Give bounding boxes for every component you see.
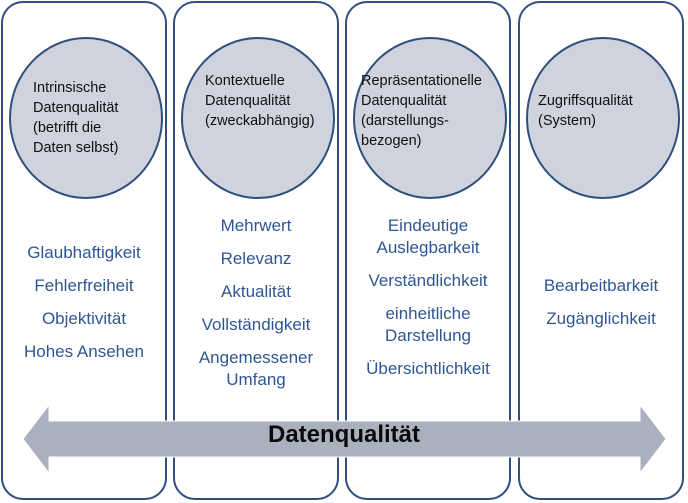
item-bearbeitbarkeit: Bearbeitbarkeit: [543, 276, 659, 295]
item-zugaenglichkeit: Zugänglichkeit: [546, 309, 656, 328]
item-aktualitaet: Aktualität: [221, 282, 291, 301]
item-list-representational: Eindeutige Auslegbarkeit Verständlichkei…: [347, 215, 509, 391]
item-list-access: Bearbeitbarkeit Zugänglichkeit: [520, 275, 682, 341]
panel-intrinsic: Intrinsische Datenqualität (betrifft die…: [1, 1, 167, 500]
item-glaubhaftigkeit: Glaubhaftigkeit: [27, 243, 141, 262]
item-uebersichtlichkeit: Übersichtlichkeit: [366, 359, 490, 378]
item-einheitliche-darstellung: einheitliche Darstellung: [385, 304, 471, 345]
category-circle-access: [526, 37, 680, 199]
category-heading-representational: Repräsentationelle Datenqualität (darste…: [361, 73, 482, 149]
item-list-contextual: Mehrwert Relevanz Aktualität Vollständig…: [175, 215, 337, 402]
item-hohes-ansehen: Hohes Ansehen: [23, 342, 145, 361]
category-circle-intrinsic: [9, 37, 163, 199]
item-angemessener-umfang: Angemessener Umfang: [198, 348, 314, 389]
arrow-label: Datenqualität: [267, 421, 420, 448]
category-circle-contextual: [181, 37, 335, 199]
item-fehlerfreiheit: Fehlerfreiheit: [34, 276, 134, 295]
item-objektivitaet: Objektivität: [41, 309, 127, 328]
category-heading-intrinsic: Intrinsische Datenqualität (betrifft die…: [33, 80, 119, 156]
item-list-intrinsic: Glaubhaftigkeit Fehlerfreiheit Objektivi…: [3, 242, 165, 374]
item-mehrwert: Mehrwert: [220, 216, 292, 235]
item-eindeutige-auslegbarkeit: Eindeutige Auslegbarkeit: [376, 216, 480, 257]
category-heading-access: Zugriffsqualität (System): [538, 93, 633, 129]
category-circle-representational: [353, 37, 507, 199]
item-verstaendlichkeit: Verständlichkeit: [368, 271, 488, 290]
category-heading-contextual: Kontextuelle Datenqualität (zweckabhängi…: [205, 73, 315, 129]
item-vollstaendigkeit: Vollständigkeit: [201, 315, 311, 334]
item-relevanz: Relevanz: [220, 249, 292, 268]
